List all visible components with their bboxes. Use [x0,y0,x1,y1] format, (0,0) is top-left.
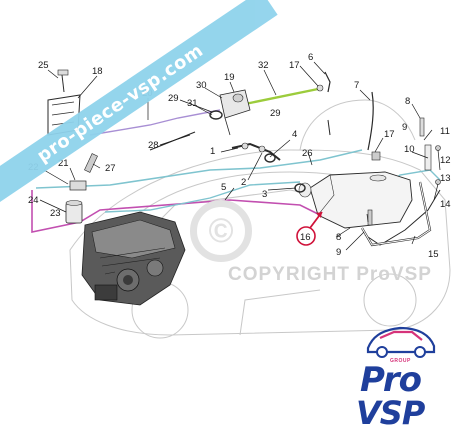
fuel-return-line [35,149,363,189]
callout-12: 12 [440,155,451,166]
logo-vsp-text: VSP [356,394,425,432]
copyright-watermark-symbol: © [190,200,252,262]
callout-16: 16 [300,232,311,243]
callout-24: 24 [28,195,39,206]
logo-group-text: GROUP [390,358,411,364]
callout-2: 2 [241,177,246,188]
callout-17b: 17 [384,129,395,140]
highlight-16 [296,211,323,246]
provsp-logo: GROUP Pro VSP [350,318,450,432]
copyright-watermark-text: COPYRIGHT ProVSP [228,264,432,285]
fuel-feed-line [31,190,319,233]
fuel-supply-line [104,181,301,213]
callout-23: 23 [50,208,61,219]
callout-8b: 8 [336,232,341,243]
vent-line [89,109,221,136]
fuel-filter [65,153,98,224]
highlight-circle [296,226,316,246]
callout-6: 6 [308,52,313,63]
valve-assembly [209,89,251,136]
callout-8a: 8 [405,96,410,107]
callout-26: 26 [302,148,313,159]
hose-7 [367,91,374,151]
callout-3: 3 [262,189,267,200]
car-logo-icon [366,326,436,358]
callout-28: 28 [148,140,159,151]
callout-15: 15 [428,249,439,260]
callout-1: 1 [210,146,215,157]
callout-9b: 9 [336,247,341,258]
tank-strap-pipe [364,189,441,246]
callout-4: 4 [292,129,297,140]
callout-9a: 9 [402,122,407,133]
callout-29a: 29 [168,93,179,104]
fuel-tank [298,171,413,229]
callout-30: 30 [196,80,207,91]
callout-27: 27 [105,163,116,174]
callout-10: 10 [404,144,415,155]
callout-29b: 29 [270,108,281,119]
callout-18: 18 [92,66,103,77]
callout-21: 21 [58,158,69,169]
callout-31: 31 [187,98,198,109]
engine-block [81,211,186,306]
callout-32: 32 [258,60,269,71]
callout-labels: 25 18 20 19 30 29 31 29 32 17 6 7 8 9 11… [28,52,451,260]
callout-25: 25 [38,60,49,71]
callout-14: 14 [440,199,451,210]
callout-17a: 17 [289,60,300,71]
callout-5: 5 [221,182,226,193]
callout-11: 11 [440,126,450,137]
breather-tube [244,87,319,106]
leader-lines [39,61,441,251]
callout-13: 13 [440,173,451,184]
tank-strap [361,181,432,247]
callout-19: 19 [224,72,235,83]
callout-7: 7 [354,80,359,91]
logo-pro-text: Pro [360,360,422,400]
